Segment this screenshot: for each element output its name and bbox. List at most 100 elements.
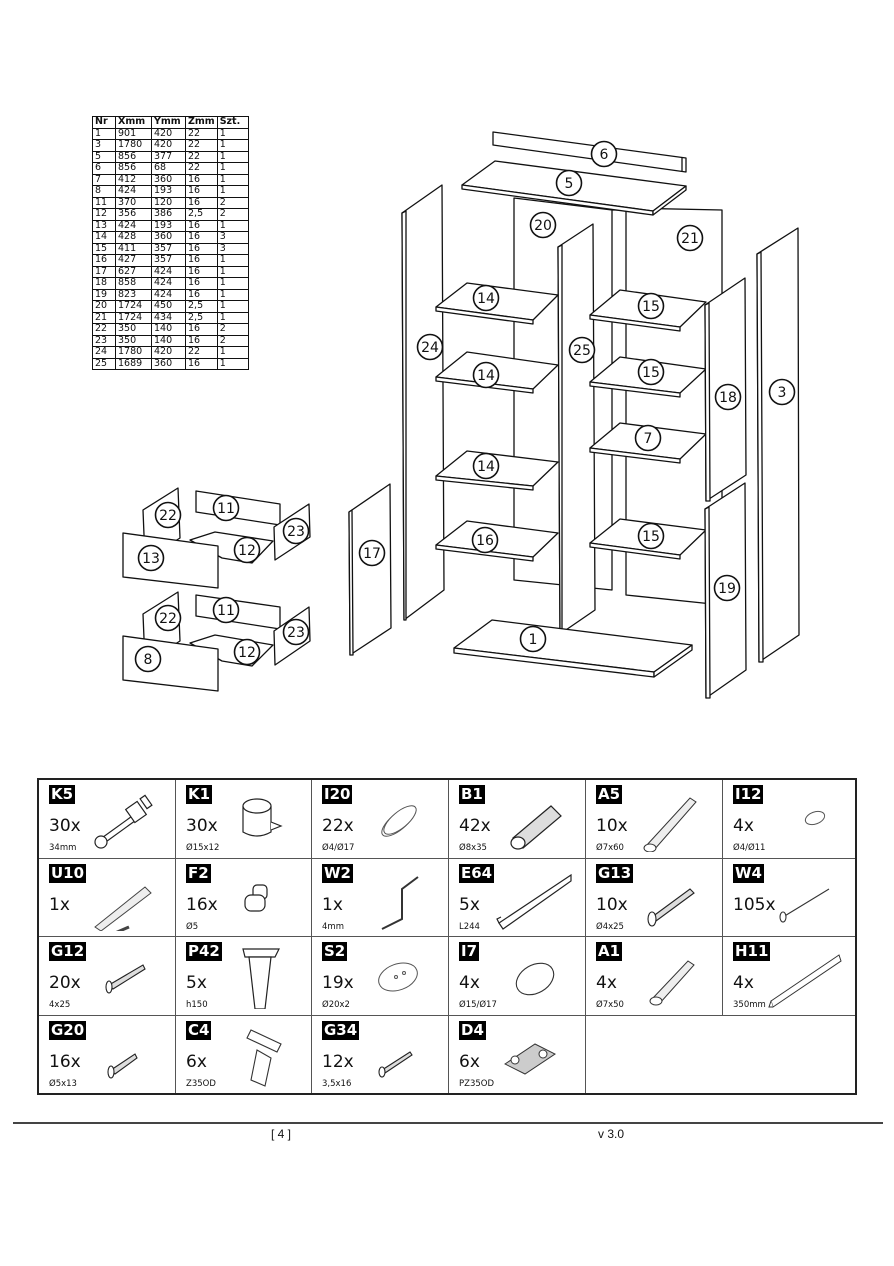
hardware-quantity: 10x [596, 816, 628, 836]
cell-xmm: 901 [115, 127, 152, 140]
wood-screw-icon [105, 964, 146, 994]
large-cap-icon [515, 962, 555, 996]
cell-zmm: 16 [185, 173, 218, 186]
hardware-quantity: 16x [49, 1052, 81, 1072]
part-label-number: 8 [144, 652, 153, 668]
allen-key-icon [381, 876, 419, 930]
hardware-code: W2 [322, 864, 353, 883]
hardware-quantity: 22x [322, 816, 354, 836]
hardware-quantity: 20x [49, 973, 81, 993]
cell-szt: 2 [216, 196, 249, 209]
panel-25 [557, 223, 596, 635]
hardware-code: W4 [733, 864, 764, 883]
cell-zmm: 16 [185, 242, 218, 255]
part-label-number: 12 [238, 543, 256, 559]
hardware-spec: 34mm [49, 843, 77, 853]
drawer-slide-icon [768, 954, 842, 1008]
hardware-spec: Ø4/Ø17 [322, 843, 355, 853]
part-label-circle [529, 211, 557, 239]
confirmat-screw-short-icon [649, 960, 695, 1006]
cell-ymm: 120 [151, 196, 186, 209]
hardware-quantity: 6x [186, 1052, 207, 1072]
part-label-circle [472, 452, 500, 480]
part-label-circle [768, 378, 796, 406]
hinge-plate-icon [504, 1043, 556, 1075]
part-label-number: 15 [642, 365, 660, 381]
cell-szt: 3 [216, 242, 249, 255]
footer-divider [13, 1122, 883, 1124]
part-label-number: 23 [287, 625, 305, 641]
part-label-circle [472, 284, 500, 312]
part-label-circle [634, 424, 662, 452]
part-label-number: 13 [142, 551, 160, 567]
part-label-circle [714, 383, 742, 411]
part-label-number: 16 [476, 533, 494, 549]
part-label-number: 25 [573, 343, 591, 359]
hardware-code: G13 [596, 864, 634, 883]
profile-strip-icon [496, 873, 572, 930]
cell-szt: 1 [216, 127, 249, 140]
short-screw-icon [107, 1053, 138, 1079]
part-label-number: 5 [565, 176, 574, 192]
hardware-spec: Ø7x60 [596, 843, 624, 853]
hardware-code: I7 [459, 942, 480, 961]
hardware-code: U10 [49, 864, 87, 883]
nail-icon [779, 888, 830, 923]
part-label-number: 14 [477, 291, 495, 307]
part-label-circle [282, 517, 310, 545]
cell-szt: 1 [216, 185, 249, 198]
part-label-number: 19 [718, 581, 736, 597]
hardware-code: G12 [49, 942, 87, 961]
hardware-code: I12 [733, 785, 764, 804]
cell-ymm: 357 [151, 242, 186, 255]
hardware-spec: Ø7x50 [596, 1000, 624, 1010]
shelf-pin-icon [244, 884, 268, 912]
part-label-circle [212, 596, 240, 624]
hardware-quantity: 42x [459, 816, 491, 836]
part-label-number: 24 [421, 340, 439, 356]
felt-pad-icon [378, 962, 418, 992]
part-label-number: 11 [217, 501, 235, 517]
cell-ymm: 377 [151, 150, 186, 163]
part-label-circle [637, 358, 665, 386]
hardware-spec: Z35OD [186, 1079, 216, 1089]
part-label-circle [472, 361, 500, 389]
cell-zmm: 16 [185, 196, 218, 209]
part-label-number: 15 [642, 299, 660, 315]
part-label-number: 14 [477, 368, 495, 384]
cell-szt: 3 [216, 231, 249, 244]
part-label-number: 18 [719, 390, 737, 406]
part-label-number: 3 [778, 385, 787, 401]
cell-xmm: 856 [115, 162, 152, 175]
panel-24 [401, 184, 445, 621]
part-label-number: 6 [600, 147, 609, 163]
cell-ymm: 420 [151, 127, 186, 140]
cell-szt: 1 [216, 150, 249, 163]
hardware-quantity: 5x [186, 973, 207, 993]
hardware-code: K5 [49, 785, 76, 804]
hardware-empty-area [586, 1016, 855, 1093]
hardware-quantity: 6x [459, 1052, 480, 1072]
part-label-circle [358, 539, 386, 567]
part-label-circle [519, 625, 547, 653]
hardware-quantity: 4x [596, 973, 617, 993]
hardware-quantity: 19x [322, 973, 354, 993]
hardware-code: K1 [186, 785, 213, 804]
hardware-code: E64 [459, 864, 495, 883]
hardware-spec: Ø4x25 [596, 922, 624, 932]
cell-ymm: 193 [151, 185, 186, 198]
